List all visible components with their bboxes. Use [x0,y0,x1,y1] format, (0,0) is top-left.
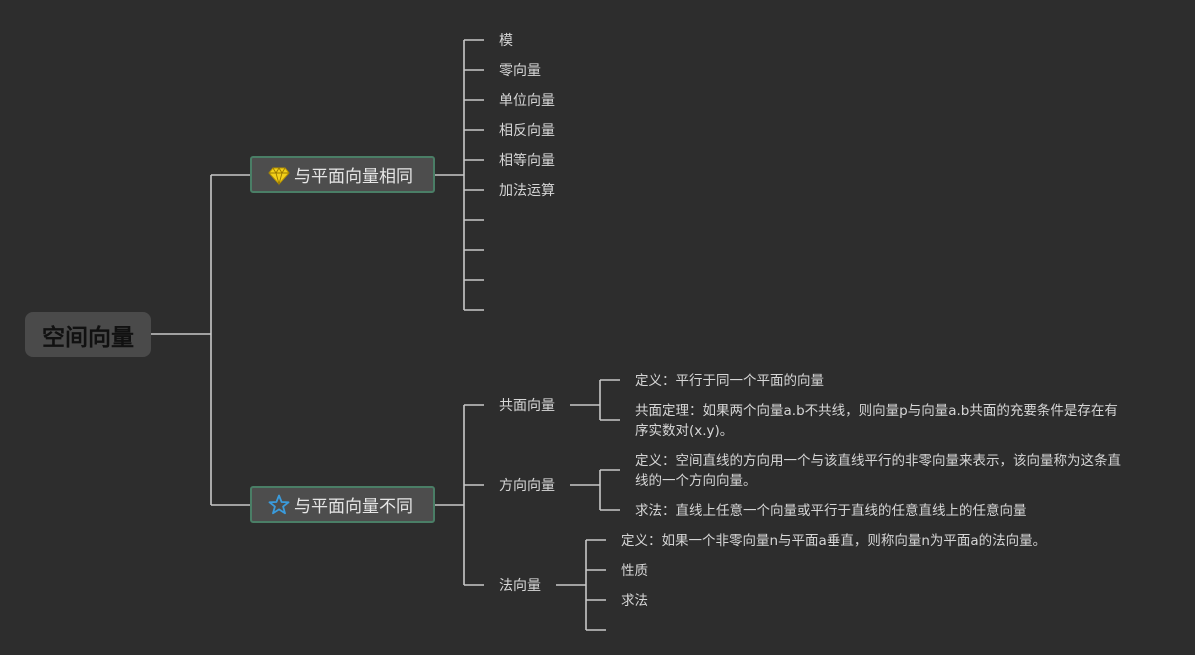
branch-diff-node[interactable]: 与平面向量不同 [250,486,435,523]
direction-definition[interactable]: 定义：空间直线的方向用一个与该直线平行的非零向量来表示，该向量称为这条直线的一个… [635,453,1121,489]
normal-property[interactable]: 性质 [621,563,648,579]
direction-method[interactable]: 求法：直线上任意一个向量或平行于直线的任意直线上的任意向量 [635,503,1027,519]
branch-same-node[interactable]: 与平面向量相同 [250,156,435,193]
coplanar-definition[interactable]: 定义：平行于同一个平面的向量 [635,373,824,389]
leaf-item-modulus[interactable]: 模 [499,33,513,49]
leaf-item-opposite[interactable]: 相反向量 [499,123,555,139]
root-node[interactable]: 空间向量 [25,312,151,357]
group-direction-label[interactable]: 方向向量 [499,478,555,494]
group-normal-label[interactable]: 法向量 [499,578,541,594]
leaf-item-addition[interactable]: 加法运算 [499,183,555,199]
normal-definition[interactable]: 定义：如果一个非零向量n与平面a垂直，则称向量n为平面a的法向量。 [621,533,1047,549]
branch-same-label: 与平面向量相同 [294,167,413,187]
leaf-item-equal[interactable]: 相等向量 [499,153,555,169]
leaf-item-unit[interactable]: 单位向量 [499,93,555,109]
star-outline-icon [268,494,290,516]
leaf-item-zero[interactable]: 零向量 [499,63,541,79]
branch-diff-label: 与平面向量不同 [294,497,413,517]
normal-method[interactable]: 求法 [621,593,648,609]
coplanar-theorem[interactable]: 共面定理：如果两个向量a.b不共线，则向量p与向量a.b共面的充要条件是存在有序… [635,403,1118,439]
group-coplanar-label[interactable]: 共面向量 [499,398,555,414]
diamond-icon [268,164,290,186]
